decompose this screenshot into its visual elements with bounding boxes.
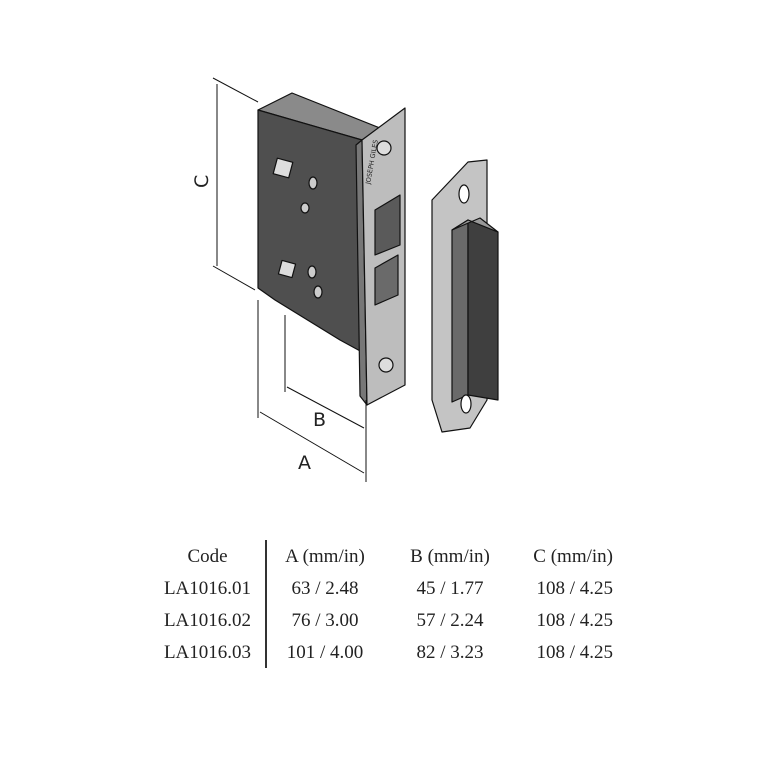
cell-a: 63 / 2.48 [291, 578, 359, 599]
dimension-lines [212, 77, 367, 482]
cell-a: 101 / 4.00 [286, 642, 364, 663]
cell-a: 76 / 3.00 [291, 610, 359, 631]
cell-code: LA1016.03 [163, 642, 252, 663]
cell-c: 108 / 4.25 [536, 578, 613, 599]
spindle-hole-bottom [277, 259, 297, 279]
deadbolt [374, 254, 399, 306]
cell-b: 82 / 3.23 [416, 642, 484, 663]
cell-b: 45 / 1.77 [416, 578, 484, 599]
table-divider [265, 540, 267, 668]
screw-top [376, 140, 392, 156]
header-code: Code [187, 546, 228, 567]
lock-diagram: JOSEPH GILES C B A [191, 77, 499, 482]
cell-c: 108 / 4.25 [536, 642, 613, 663]
cell-code: LA1016.01 [163, 578, 252, 599]
cell-b: 57 / 2.24 [416, 610, 484, 631]
dimension-label-a: A [298, 452, 311, 474]
header-a: A (mm/in) [285, 546, 365, 567]
dimension-label-b: B [313, 409, 326, 431]
header-b: B (mm/in) [410, 546, 490, 567]
faceplate [361, 107, 406, 406]
dimension-label-c: C [191, 175, 213, 188]
header-c: C (mm/in) [533, 546, 613, 567]
spindle-hole-top [272, 157, 294, 179]
cell-c: 108 / 4.25 [536, 610, 613, 631]
strike-box-top [451, 217, 499, 233]
latch [374, 194, 401, 256]
strike-box-side [451, 219, 469, 403]
strike-box-front [467, 219, 499, 401]
screw-bottom [378, 357, 394, 373]
lock-body-face [257, 109, 363, 353]
cell-code: LA1016.02 [163, 610, 252, 631]
